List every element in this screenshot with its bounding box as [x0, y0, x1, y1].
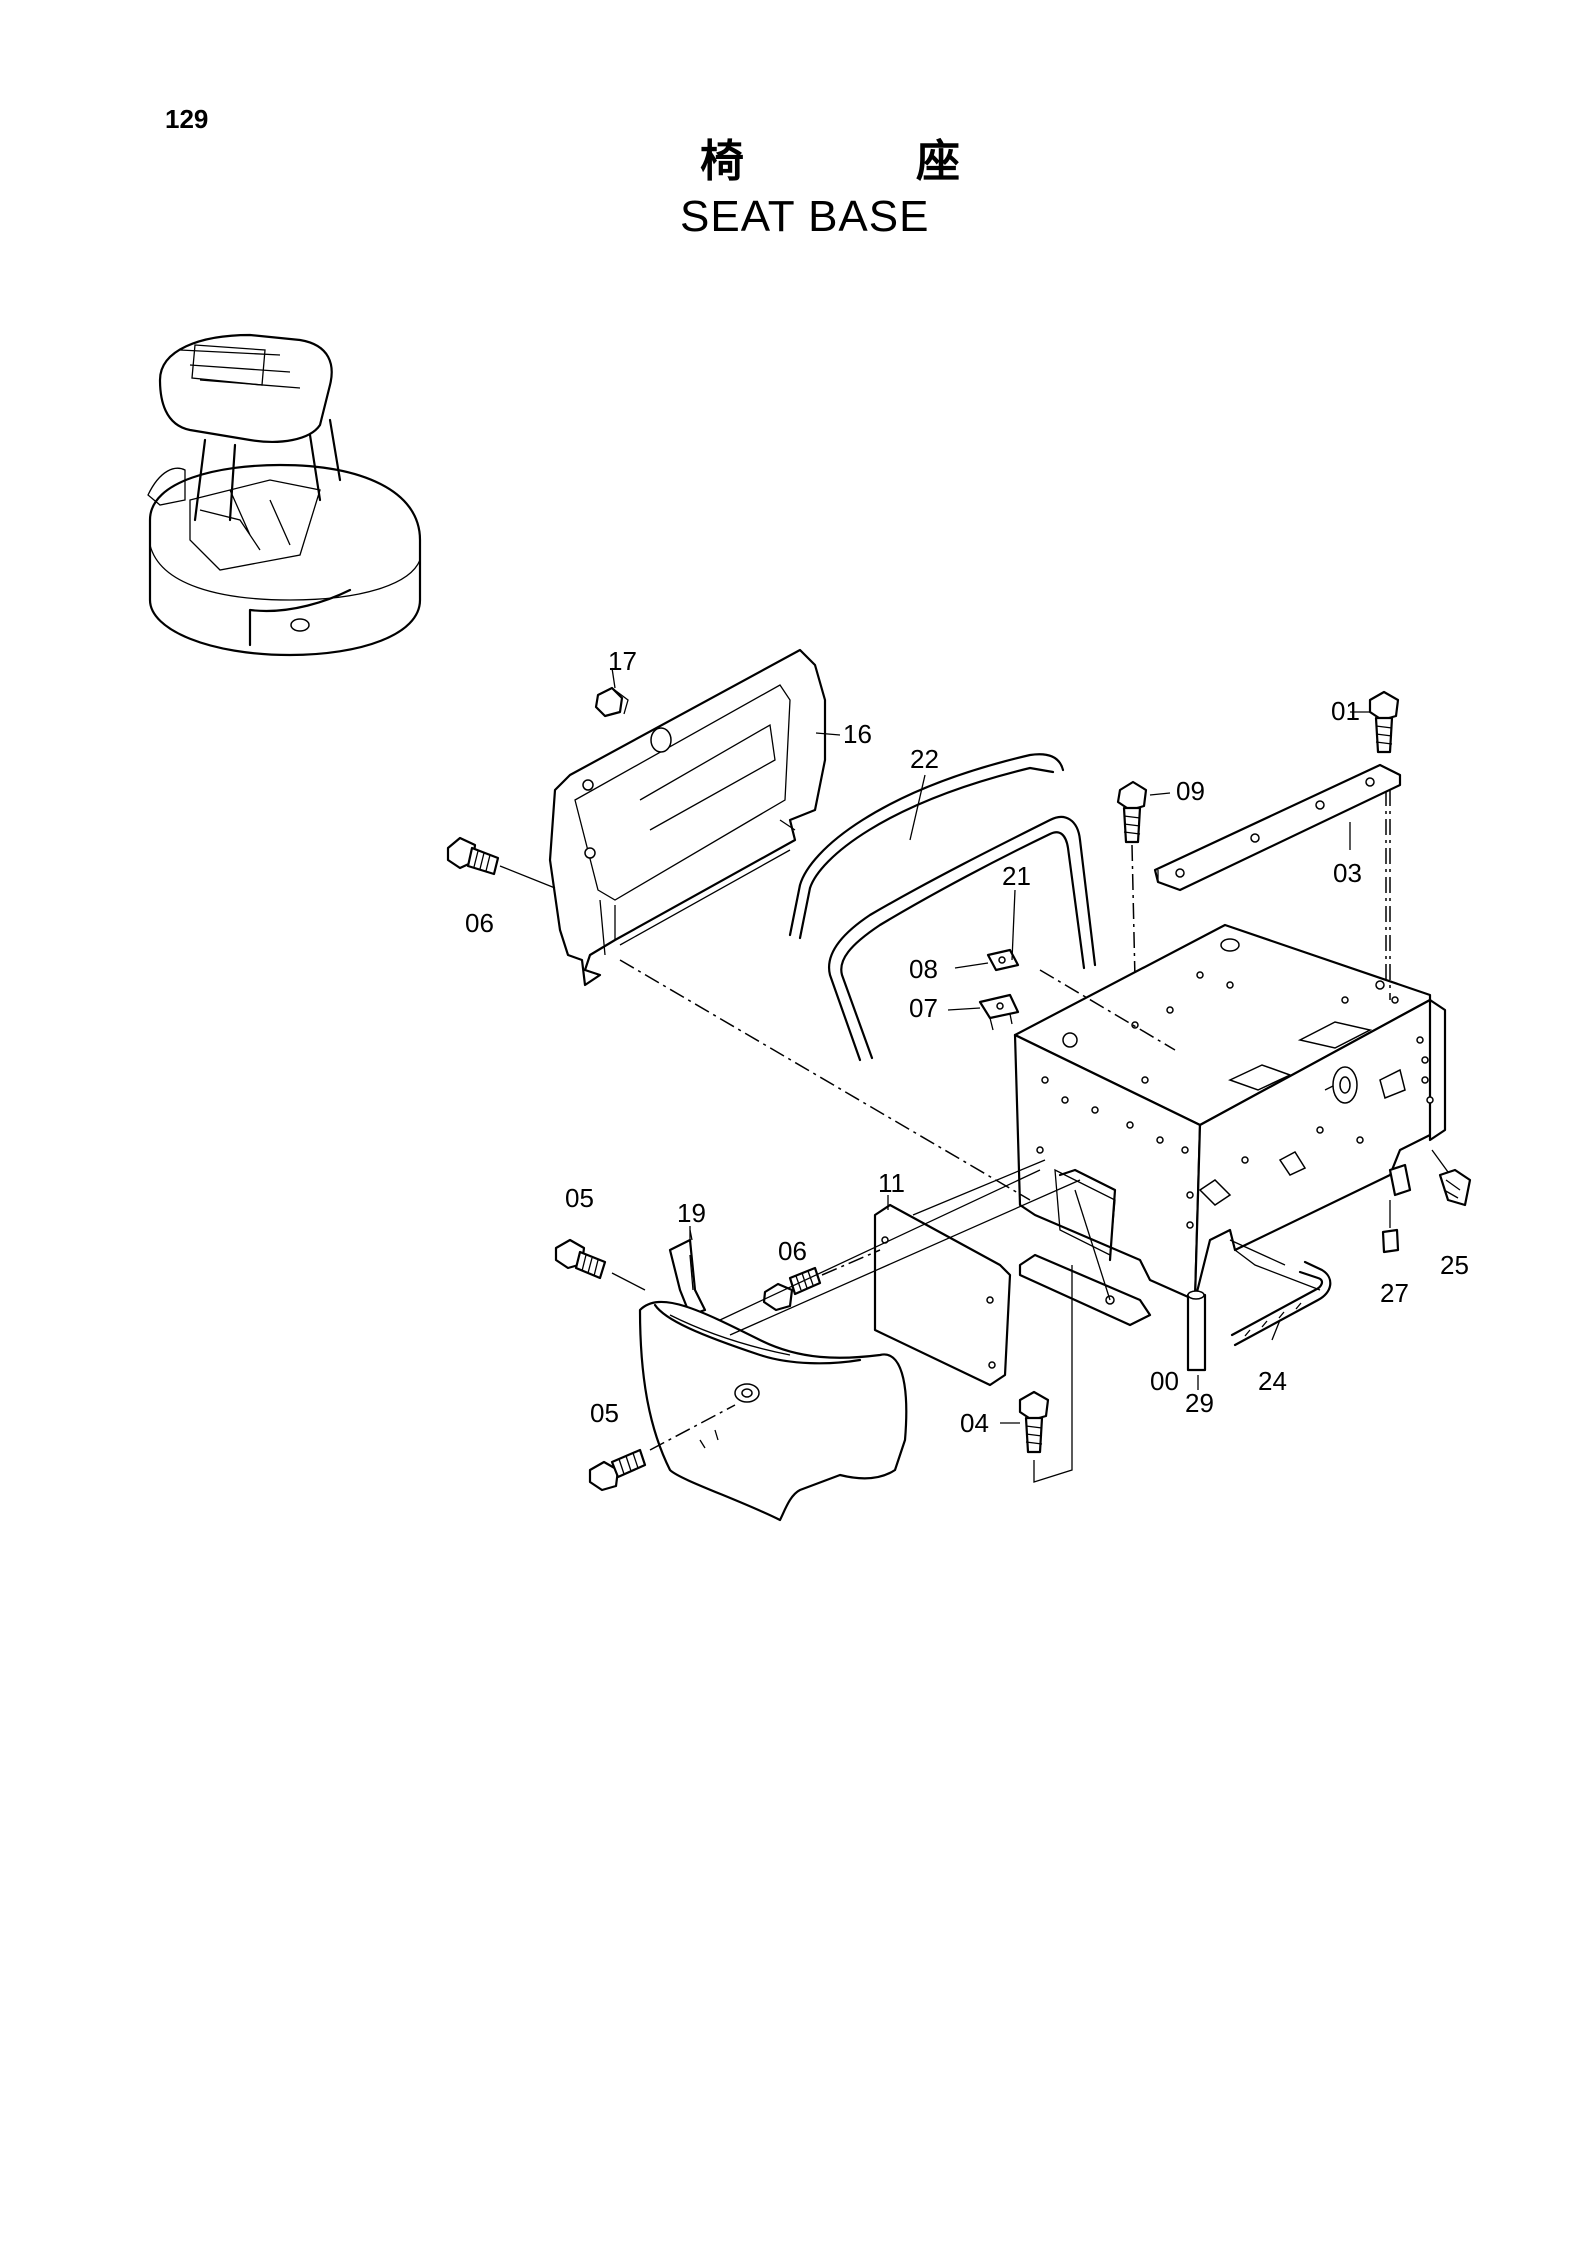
part-24-rod — [1230, 1260, 1332, 1347]
part-03-plate — [1153, 763, 1402, 892]
title-japanese: 椅 座 — [700, 125, 960, 189]
callout-17: 17 — [608, 646, 637, 676]
part-08-bracket — [954, 948, 1020, 972]
callout-25: 25 — [1440, 1250, 1469, 1280]
part-17-clip — [594, 667, 629, 718]
front-lower-cover — [638, 1300, 908, 1522]
callout-00: 00 — [1150, 1366, 1179, 1396]
machine-overview-thumbnail — [147, 333, 422, 657]
part-09-bolt — [1116, 780, 1148, 981]
part-22-seal — [788, 753, 1065, 940]
callout-16: 16 — [843, 719, 872, 749]
callout-labels: 01 09 03 17 16 22 21 06 08 07 11 05 19 0… — [465, 646, 1469, 1438]
part-01-bolt — [1368, 690, 1400, 1000]
part-00-seat-base-frame — [1013, 923, 1447, 1327]
callout-05-upper: 05 — [565, 1183, 594, 1213]
assembly-center-lines — [619, 790, 1391, 1336]
title-jp-char-2: 座 — [916, 136, 960, 187]
part-07-bracket — [947, 993, 1020, 1031]
callout-29: 29 — [1185, 1388, 1214, 1418]
callout-06-lower: 06 — [778, 1236, 807, 1266]
part-06-bolt-lower — [762, 1249, 881, 1312]
callout-24: 24 — [1258, 1366, 1287, 1396]
callout-05-lower: 05 — [590, 1398, 619, 1428]
callout-08: 08 — [909, 954, 938, 984]
part-16-rear-panel — [548, 648, 827, 987]
page-number: 129 — [165, 104, 209, 134]
part-04-bolt — [1018, 1265, 1073, 1483]
callout-01: 01 — [1331, 696, 1360, 726]
leader-lines — [689, 711, 1370, 1424]
part-05-bolt-upper — [554, 1238, 646, 1291]
title-english: SEAT BASE — [680, 192, 930, 241]
callout-19: 19 — [677, 1198, 706, 1228]
part-11-cover-plate — [873, 1159, 1046, 1387]
callout-03: 03 — [1333, 858, 1362, 888]
callout-09: 09 — [1176, 776, 1205, 806]
callout-07: 07 — [909, 993, 938, 1023]
part-21-seal — [827, 815, 1097, 1062]
callout-22: 22 — [910, 744, 939, 774]
callout-27: 27 — [1380, 1278, 1409, 1308]
callout-06-upper: 06 — [465, 908, 494, 938]
callout-04: 04 — [960, 1408, 989, 1438]
part-27-grommet — [1381, 1200, 1400, 1254]
callout-21: 21 — [1002, 861, 1031, 891]
title-jp-char-1: 椅 — [700, 136, 744, 187]
part-29-pin — [1186, 1290, 1207, 1372]
part-25-cap — [1431, 1149, 1472, 1207]
part-19-bracket — [668, 1229, 707, 1317]
part-05-bolt-lower — [588, 1404, 736, 1492]
part-06-bolt-upper — [446, 836, 556, 889]
callout-11: 11 — [878, 1168, 905, 1198]
